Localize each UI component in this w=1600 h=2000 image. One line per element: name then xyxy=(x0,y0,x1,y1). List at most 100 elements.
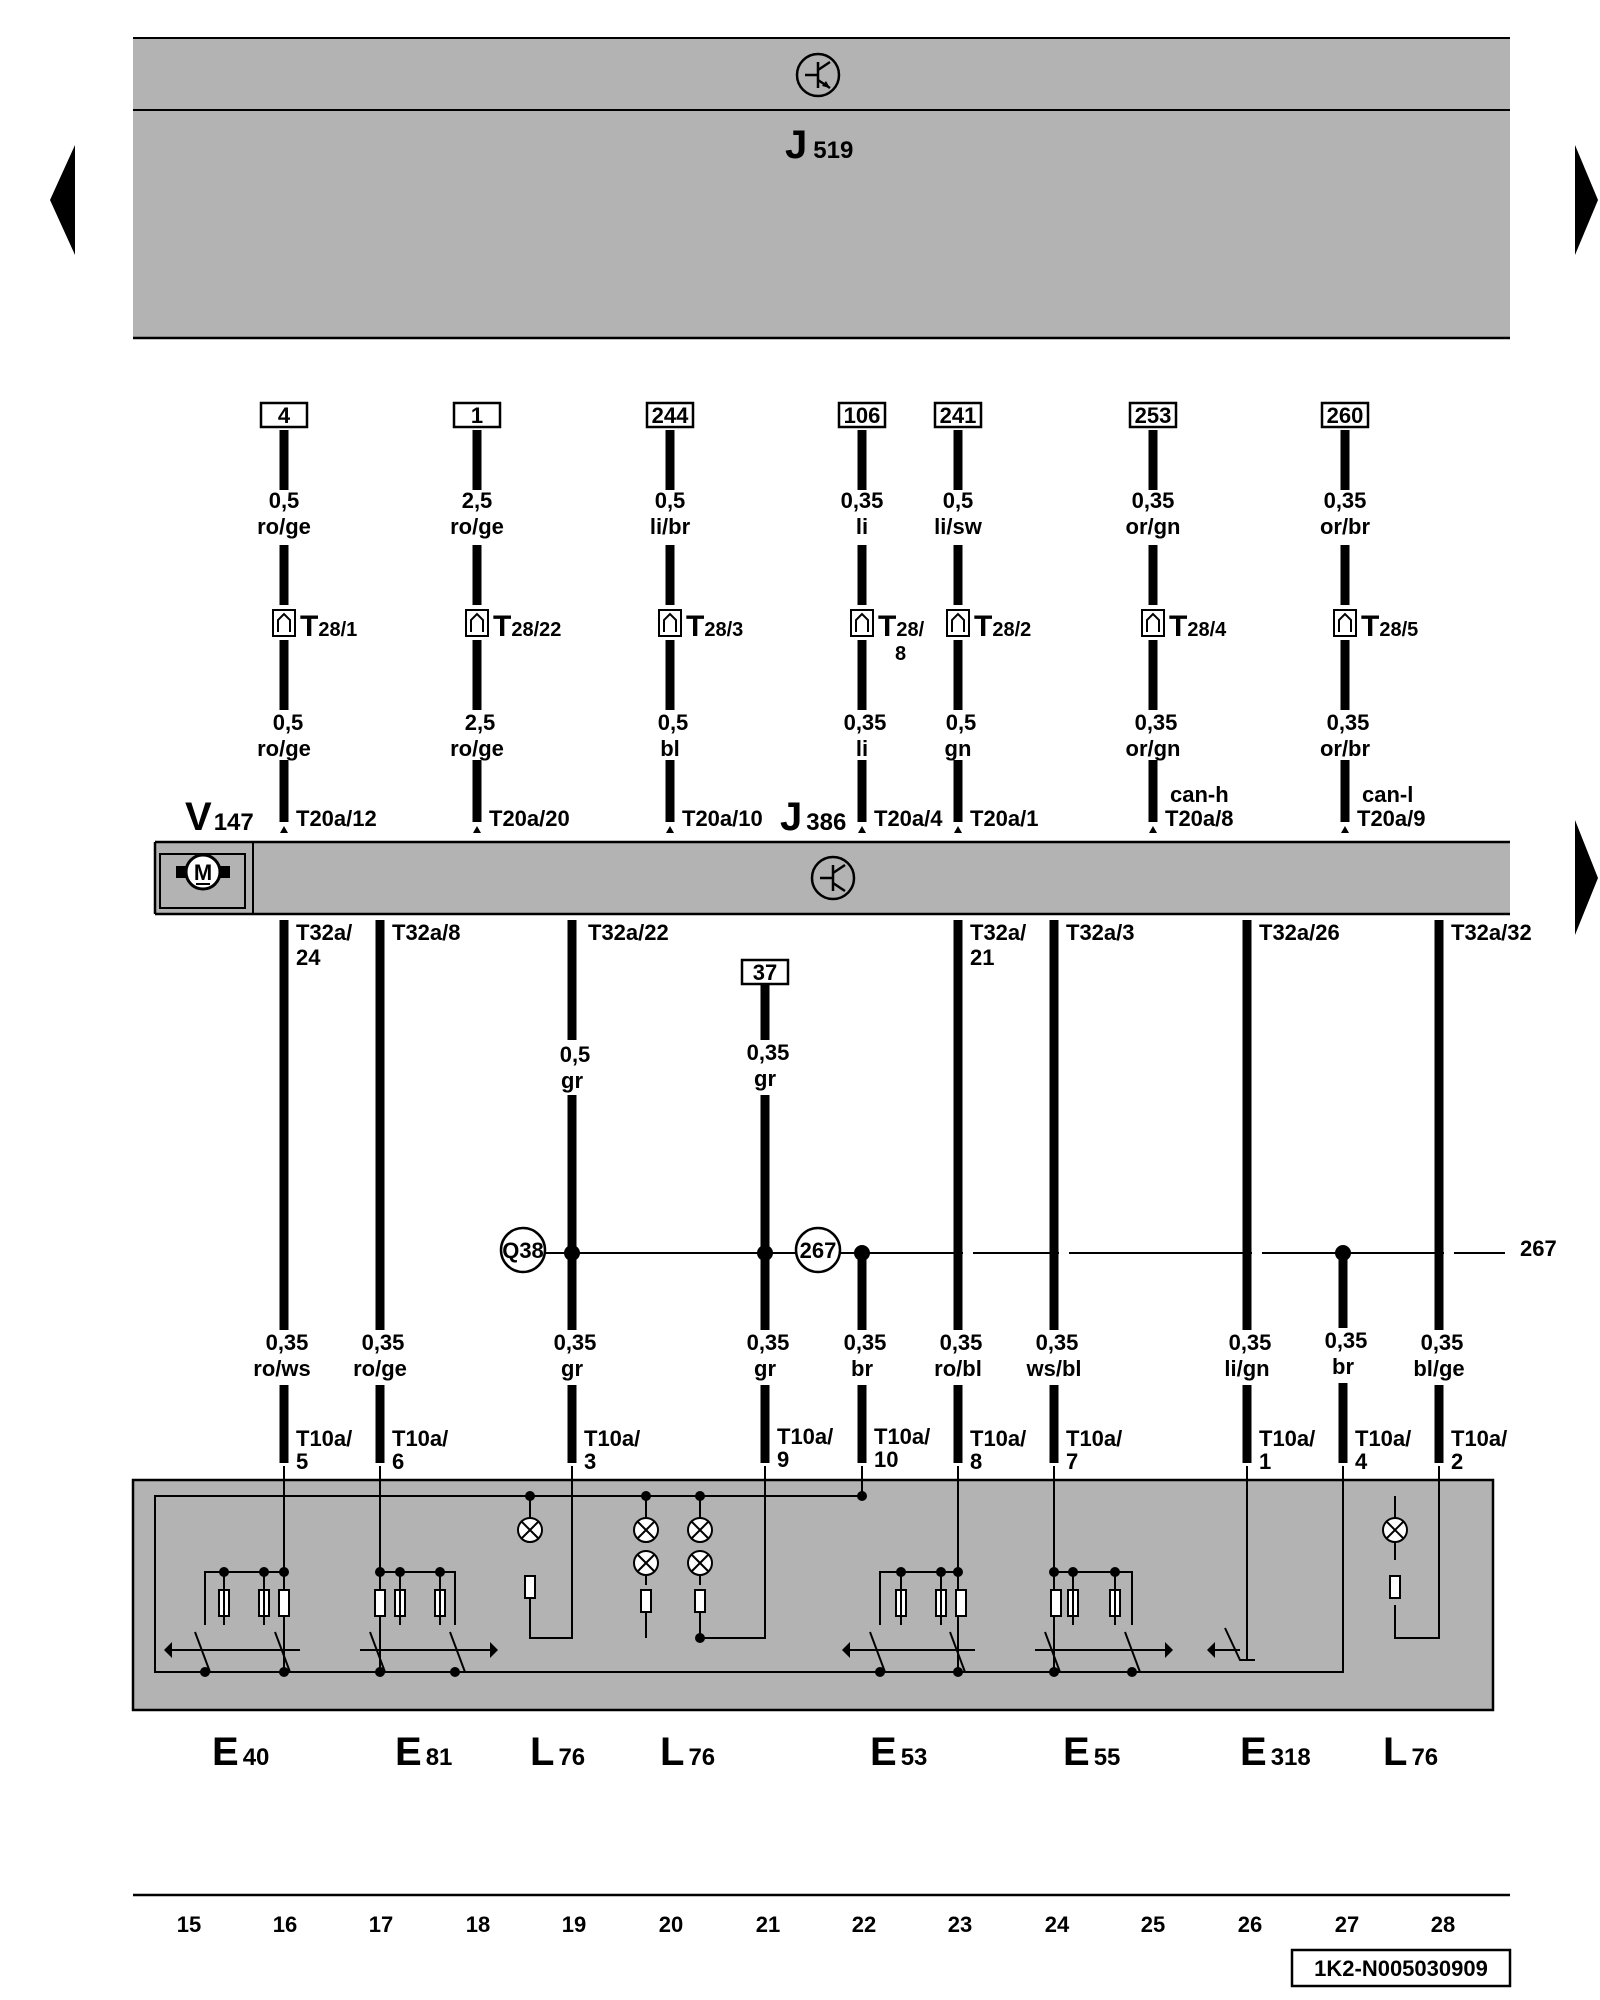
reference-labels-top: 4 1 244 106 241 253 260 xyxy=(278,403,1363,428)
svg-text:0,35: 0,35 xyxy=(844,1330,887,1355)
svg-text:0,35: 0,35 xyxy=(940,1330,983,1355)
transistor-icon xyxy=(810,855,856,901)
svg-text:T20a/10: T20a/10 xyxy=(682,806,763,831)
svg-text:0,5: 0,5 xyxy=(269,488,300,513)
svg-text:T32a/26: T32a/26 xyxy=(1259,920,1340,945)
svg-text:0,5: 0,5 xyxy=(655,488,686,513)
lower-wires xyxy=(279,920,1444,1463)
svg-text:T10a/: T10a/ xyxy=(296,1426,352,1451)
ref-label: 253 xyxy=(1135,403,1172,428)
svg-text:22: 22 xyxy=(852,1912,876,1937)
svg-text:5: 5 xyxy=(296,1449,308,1474)
svg-text:T10a/: T10a/ xyxy=(1066,1426,1122,1451)
upper-wire-labels-bottom: 0,5 ro/ge 2,5 ro/ge 0,5 bl 0,35 li 0,5 g… xyxy=(257,710,1413,807)
svg-text:E81: E81 xyxy=(395,1730,452,1774)
svg-text:T20a/20: T20a/20 xyxy=(489,806,570,831)
svg-text:0,35: 0,35 xyxy=(1132,488,1175,513)
ref-label: 4 xyxy=(278,403,291,428)
reference-boxes-top xyxy=(259,401,1370,429)
svg-text:2,5: 2,5 xyxy=(462,488,493,513)
svg-text:0,35: 0,35 xyxy=(747,1040,790,1065)
svg-text:li/sw: li/sw xyxy=(934,514,983,539)
svg-text:9: 9 xyxy=(777,1447,789,1472)
svg-text:can-l: can-l xyxy=(1362,782,1413,807)
svg-text:0,35: 0,35 xyxy=(1324,488,1367,513)
svg-text:can-h: can-h xyxy=(1170,782,1229,807)
svg-text:26: 26 xyxy=(1238,1912,1262,1937)
svg-text:8: 8 xyxy=(970,1449,982,1474)
svg-text:ro/ge: ro/ge xyxy=(257,736,311,761)
svg-text:0,5: 0,5 xyxy=(560,1042,591,1067)
svg-text:T20a/4: T20a/4 xyxy=(874,806,943,831)
track-numbers: 15 16 17 18 19 20 21 22 23 24 25 26 27 2… xyxy=(177,1912,1455,1937)
svg-text:or/br: or/br xyxy=(1320,736,1371,761)
svg-text:25: 25 xyxy=(1141,1912,1165,1937)
svg-text:gr: gr xyxy=(561,1356,583,1381)
arrow-right-icon[interactable] xyxy=(1575,820,1598,935)
motor-icon: M xyxy=(159,853,246,909)
svg-text:br: br xyxy=(851,1356,873,1381)
svg-text:gr: gr xyxy=(561,1068,583,1093)
svg-text:23: 23 xyxy=(948,1912,972,1937)
ref-label: 106 xyxy=(844,403,881,428)
svg-text:0,35: 0,35 xyxy=(1421,1330,1464,1355)
svg-text:0,35: 0,35 xyxy=(841,488,884,513)
ground-continuation-label: 267 xyxy=(1520,1236,1557,1261)
svg-text:gr: gr xyxy=(754,1066,776,1091)
ground-point-q38: Q38 xyxy=(499,1226,547,1274)
svg-text:T28/3: T28/3 xyxy=(686,610,743,643)
svg-text:L76: L76 xyxy=(530,1730,585,1774)
svg-text:bl/ge: bl/ge xyxy=(1413,1356,1464,1381)
svg-text:6: 6 xyxy=(392,1449,404,1474)
svg-text:ro/ws: ro/ws xyxy=(253,1356,310,1381)
svg-text:E53: E53 xyxy=(870,1730,927,1774)
pin-labels-t10a: T10a/5 T10a/6 T10a/3 T10a/9 T10a/10 T10a… xyxy=(296,1424,1507,1474)
svg-text:0,35: 0,35 xyxy=(1135,710,1178,735)
svg-text:267: 267 xyxy=(800,1238,837,1263)
svg-text:T10a/: T10a/ xyxy=(584,1426,640,1451)
svg-text:ro/ge: ro/ge xyxy=(257,514,311,539)
svg-text:T10a/: T10a/ xyxy=(970,1426,1026,1451)
svg-text:T28/: T28/ xyxy=(878,610,925,643)
arrow-right-icon[interactable] xyxy=(1575,145,1598,255)
document-code: 1K2-N005030909 xyxy=(1290,1948,1512,1988)
lower-wire-upper-labels: 0,5 gr 0,35 gr xyxy=(560,1040,790,1093)
svg-text:8: 8 xyxy=(895,643,906,665)
svg-text:20: 20 xyxy=(659,1912,683,1937)
svg-text:li/br: li/br xyxy=(650,514,691,539)
svg-text:T10a/: T10a/ xyxy=(1259,1426,1315,1451)
svg-text:19: 19 xyxy=(562,1912,586,1937)
ref-label: 241 xyxy=(940,403,977,428)
upper-wires xyxy=(279,430,1350,822)
upper-wire-labels: 0,5 ro/ge 2,5 ro/ge 0,5 li/br 0,35 li 0,… xyxy=(257,488,1370,539)
svg-text:or/gn: or/gn xyxy=(1126,514,1181,539)
svg-text:T28/22: T28/22 xyxy=(493,610,561,643)
svg-text:T10a/: T10a/ xyxy=(1355,1426,1411,1451)
pin-labels-t32a: T32a/24 T32a/8 T32a/22 T32a/21 T32a/3 T3… xyxy=(280,920,1532,970)
svg-text:T20a/1: T20a/1 xyxy=(970,806,1039,831)
svg-text:or/gn: or/gn xyxy=(1126,736,1181,761)
svg-text:0,35: 0,35 xyxy=(747,1330,790,1355)
svg-text:21: 21 xyxy=(970,945,994,970)
svg-text:21: 21 xyxy=(756,1912,780,1937)
svg-text:E40: E40 xyxy=(212,1730,269,1774)
svg-text:0,35: 0,35 xyxy=(1036,1330,1079,1355)
arrow-left-icon[interactable] xyxy=(50,145,75,255)
svg-text:bl: bl xyxy=(660,736,680,761)
svg-text:T32a/32: T32a/32 xyxy=(1451,920,1532,945)
svg-text:ro/ge: ro/ge xyxy=(353,1356,407,1381)
svg-text:0,5: 0,5 xyxy=(943,488,974,513)
svg-text:0,35: 0,35 xyxy=(1325,1328,1368,1353)
transistor-icon xyxy=(795,52,841,98)
svg-text:M: M xyxy=(194,860,212,885)
svg-text:T28/2: T28/2 xyxy=(974,610,1031,643)
ref-label: 1 xyxy=(471,403,483,428)
svg-text:L76: L76 xyxy=(660,1730,715,1774)
svg-text:17: 17 xyxy=(369,1912,393,1937)
svg-text:T32a/8: T32a/8 xyxy=(392,920,461,945)
svg-text:0,35: 0,35 xyxy=(1327,710,1370,735)
